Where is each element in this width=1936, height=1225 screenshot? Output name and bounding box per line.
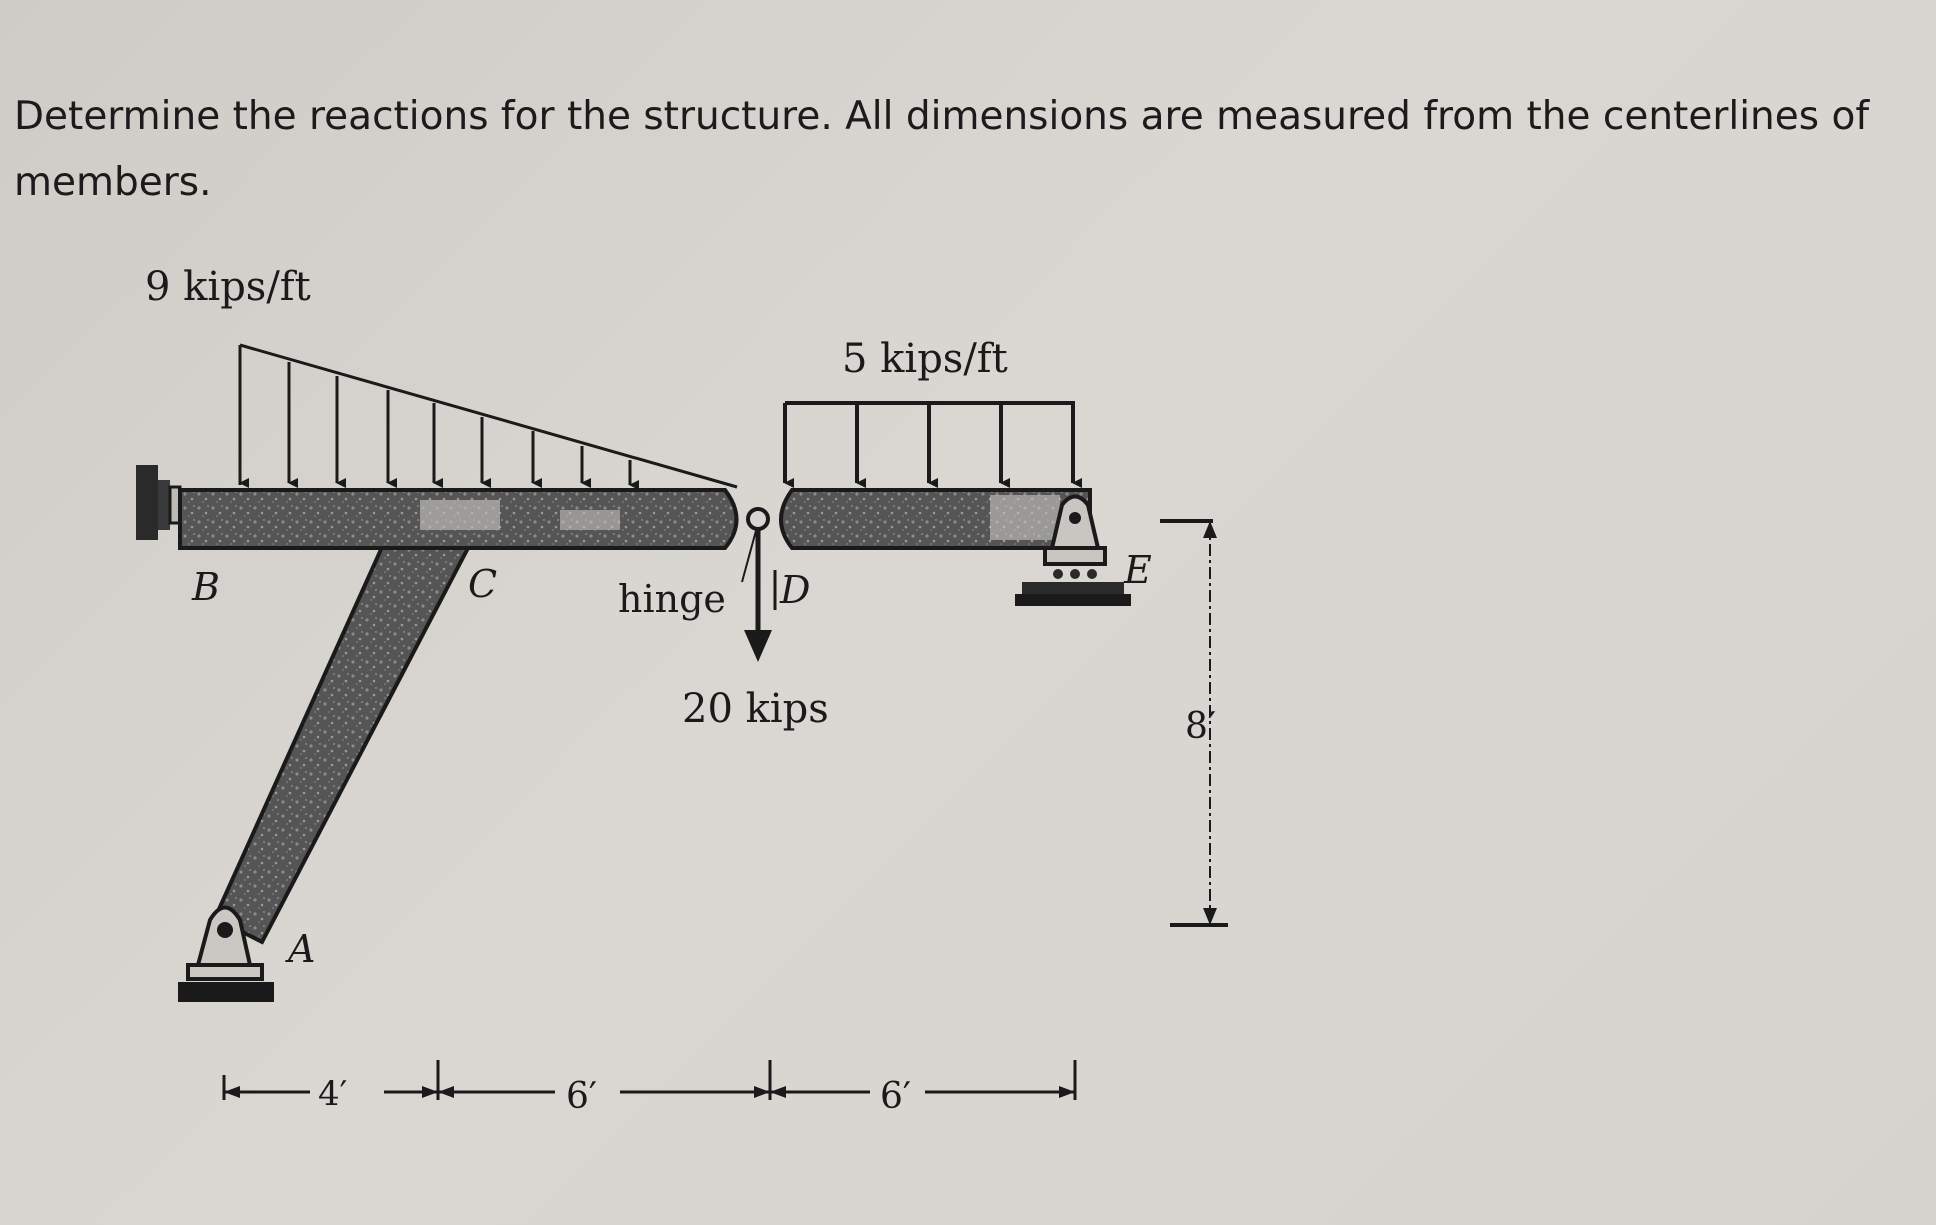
hinge-leader-line [741, 526, 758, 583]
distributed-load-right-label: 5 kips/ft [842, 336, 1008, 382]
point-load-arrow [744, 530, 772, 662]
beam-bd [178, 488, 739, 550]
member-ac [212, 523, 484, 945]
horizontal-dimension [222, 1060, 1077, 1100]
label-c: C [468, 562, 497, 606]
problem-statement: Determine the reactions for the structur… [14, 94, 1870, 205]
label-e: E [1123, 548, 1152, 592]
triangular-load [238, 343, 738, 490]
hinge-d [746, 507, 770, 531]
distributed-load-left-label: 9 kips/ft [145, 264, 311, 310]
label-b: B [191, 565, 220, 609]
uniform-load [783, 401, 1082, 488]
point-load-label: 20 kips [682, 686, 829, 732]
dimension-label-vertical: 8′ [1185, 706, 1216, 747]
dimension-label-horizontal-1: 4′ [318, 1074, 347, 1114]
dimension-label-horizontal-2: 6′ [566, 1076, 597, 1117]
vertical-dimension [1160, 519, 1228, 927]
roller-support-e [1015, 494, 1131, 606]
beam-de [779, 488, 1092, 550]
label-d: D [779, 568, 810, 612]
dimension-label-horizontal-3: 6′ [880, 1076, 911, 1117]
pin-support-a [178, 905, 274, 1002]
label-hinge: hinge [618, 577, 726, 621]
label-a: A [285, 927, 315, 971]
